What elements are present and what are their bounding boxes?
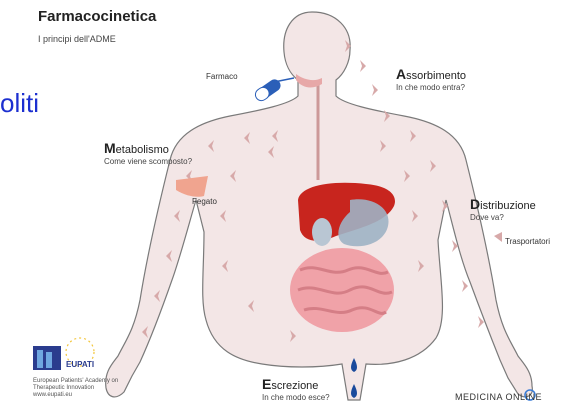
label-distribuzione: Distribuzione Dove va?: [470, 196, 536, 222]
partial-slide-text: oliti: [0, 88, 39, 119]
metabolismo-initial: M: [104, 140, 116, 156]
assorbimento-initial: A: [396, 66, 406, 82]
distribuzione-initial: D: [470, 196, 480, 212]
distribuzione-rest: istribuzione: [480, 200, 536, 212]
diagram-title: Farmacocinetica: [38, 8, 156, 25]
kidney-organ: [312, 218, 332, 246]
escrezione-question: In che modo esce?: [262, 393, 330, 402]
diagram-subtitle: I principi dell'ADME: [38, 34, 116, 44]
metabolismo-rest: etabolismo: [116, 144, 169, 156]
eupati-name: EUPATI: [66, 360, 94, 369]
escrezione-initial: E: [262, 376, 271, 392]
escrezione-rest: screzione: [271, 380, 318, 392]
label-assorbimento: Assorbimento In che modo entra?: [396, 66, 466, 92]
brand-name: MEDICINA ONLINE: [455, 392, 542, 402]
label-metabolismo: Metabolismo Come viene scomposto?: [104, 140, 192, 166]
transporter-icon: [494, 232, 502, 242]
label-trasportatori: Trasportatori: [505, 237, 550, 246]
assorbimento-question: In che modo entra?: [396, 83, 466, 92]
label-fegato: Fegato: [192, 197, 217, 206]
distribuzione-question: Dove va?: [470, 213, 536, 222]
label-farmaco: Farmaco: [206, 72, 238, 81]
metabolismo-question: Come viene scomposto?: [104, 157, 192, 166]
assorbimento-rest: ssorbimento: [406, 70, 466, 82]
eupati-caption: European Patients' Academy on Therapeuti…: [33, 378, 123, 399]
label-escrezione: Escrezione In che modo esce?: [262, 376, 330, 402]
